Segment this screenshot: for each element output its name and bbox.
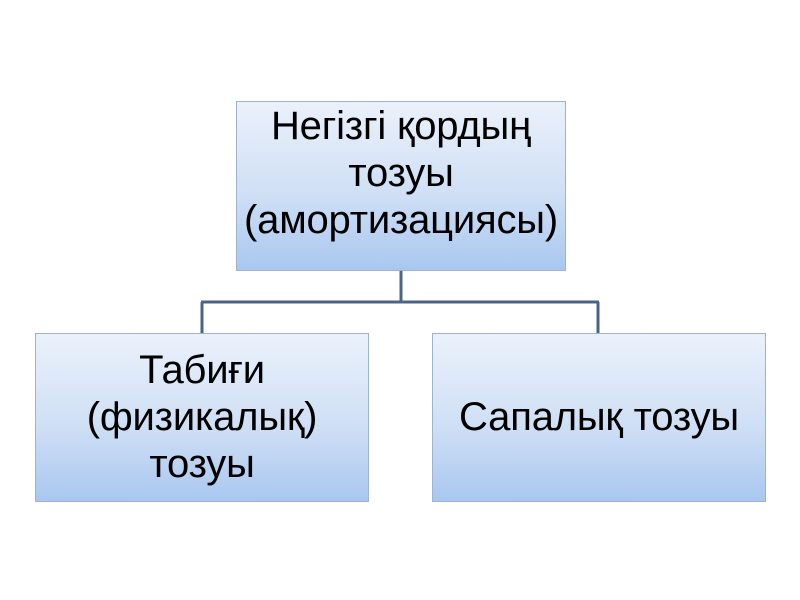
diagram-node-right[interactable]: Сапалық тозуы bbox=[432, 333, 766, 502]
diagram-node-right-label: Сапалық тозуы bbox=[459, 395, 739, 439]
diagram-node-root[interactable]: Негізгі қордың тозуы (амортизациясы) bbox=[236, 101, 566, 271]
diagram-node-left-label: Табиғи (физикалық) тозуы bbox=[86, 348, 318, 486]
diagram-node-left[interactable]: Табиғи (физикалық) тозуы bbox=[35, 333, 369, 502]
diagram-node-root-label: Негізгі қордың тозуы (амортизациясы) bbox=[244, 104, 558, 242]
